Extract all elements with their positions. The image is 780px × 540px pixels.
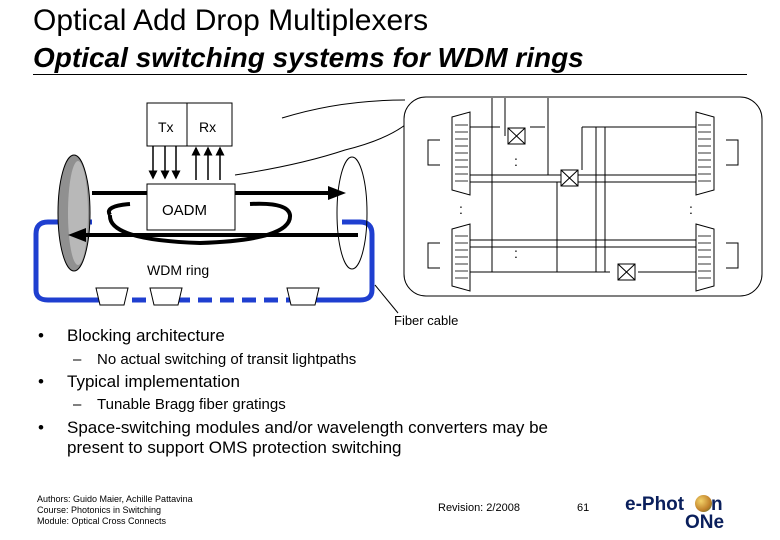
footer-credits: Authors: Guido Maier, Achille Pattavina … bbox=[37, 494, 193, 527]
footer-authors: Authors: Guido Maier, Achille Pattavina bbox=[37, 494, 193, 504]
dots-2: : bbox=[459, 201, 463, 217]
fiber-pointer bbox=[374, 284, 399, 314]
rx-box bbox=[186, 102, 233, 147]
dots-1: : bbox=[514, 153, 518, 169]
oadm-box bbox=[146, 183, 236, 231]
bullet-marker-3: • bbox=[38, 418, 44, 437]
ring-nodes bbox=[95, 287, 320, 306]
footer-course: Course: Photonics in Switching bbox=[37, 505, 162, 515]
bullet-3: Space-switching modules and/or wavelengt… bbox=[67, 418, 548, 437]
rx-label: Rx bbox=[199, 119, 216, 135]
zoom-connector bbox=[234, 124, 406, 176]
logo-text-part3: ONe bbox=[685, 512, 725, 533]
switch-element-3 bbox=[617, 263, 636, 281]
sub-marker-1: – bbox=[73, 351, 82, 368]
slide-subtitle: Optical switching systems for WDM rings bbox=[33, 42, 584, 73]
add-drop-arrows bbox=[148, 146, 225, 180]
footer-revision: Revision: 2/2008 bbox=[438, 502, 520, 514]
bullet-1: Blocking architecture bbox=[67, 326, 225, 345]
dots-4: : bbox=[514, 245, 518, 261]
oadm-label: OADM bbox=[162, 202, 207, 219]
globe-icon bbox=[695, 495, 712, 512]
fiber-cable-label: Fiber cable bbox=[394, 313, 458, 328]
bullet-marker-1: • bbox=[38, 326, 44, 345]
tx-label: Tx bbox=[158, 119, 174, 135]
oadm-loop bbox=[108, 201, 292, 246]
fiber-ellipse-right bbox=[336, 156, 368, 270]
zoom-detail-box bbox=[403, 96, 763, 297]
sub-bullet-1: No actual switching of transit lightpath… bbox=[97, 351, 357, 368]
switch-element-2 bbox=[560, 169, 579, 187]
title-rule bbox=[33, 74, 747, 75]
fiber-end-brackets bbox=[427, 139, 739, 269]
sub-marker-2: – bbox=[73, 396, 82, 413]
footer-module: Module: Optical Cross Connects bbox=[37, 516, 167, 526]
logo-text-part2: n bbox=[711, 494, 723, 515]
bullet-2: Typical implementation bbox=[67, 372, 240, 391]
wdm-ring-label: WDM ring bbox=[147, 262, 209, 278]
sub-bullet-2: Tunable Bragg fiber gratings bbox=[97, 396, 286, 413]
dots-3: : bbox=[689, 201, 693, 217]
wdm-ring bbox=[33, 219, 375, 303]
ephoton-logo: e-Phot n ONe bbox=[625, 494, 760, 534]
switch-element-1 bbox=[507, 127, 526, 145]
slide-title: Optical Add Drop Multiplexers bbox=[33, 4, 429, 37]
page-number: 61 bbox=[577, 502, 590, 514]
bullet-3-cont: present to support OMS protection switch… bbox=[67, 438, 402, 457]
logo-text-part1: e-Phot bbox=[625, 494, 685, 515]
bullet-marker-2: • bbox=[38, 372, 44, 391]
switch-wiring bbox=[470, 98, 696, 273]
